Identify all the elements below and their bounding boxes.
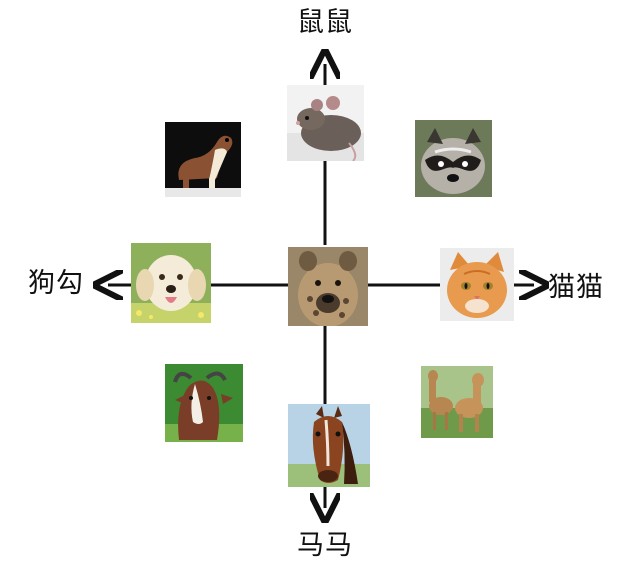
alpaca-photo: [421, 366, 493, 438]
stoat-photo: [165, 122, 241, 197]
rat-photo: [287, 85, 364, 161]
top-label: 鼠鼠: [297, 7, 353, 38]
golden-retriever-photo: [131, 243, 211, 323]
raccoon-photo: [415, 120, 492, 197]
goat-photo: [165, 364, 243, 442]
orange-cat-photo: [440, 248, 514, 321]
right-label: 猫猫: [548, 272, 604, 303]
bottom-label: 马马: [297, 530, 353, 561]
horse-photo: [288, 404, 370, 487]
left-label: 狗勾: [28, 268, 84, 299]
hyena-photo: [288, 247, 368, 326]
